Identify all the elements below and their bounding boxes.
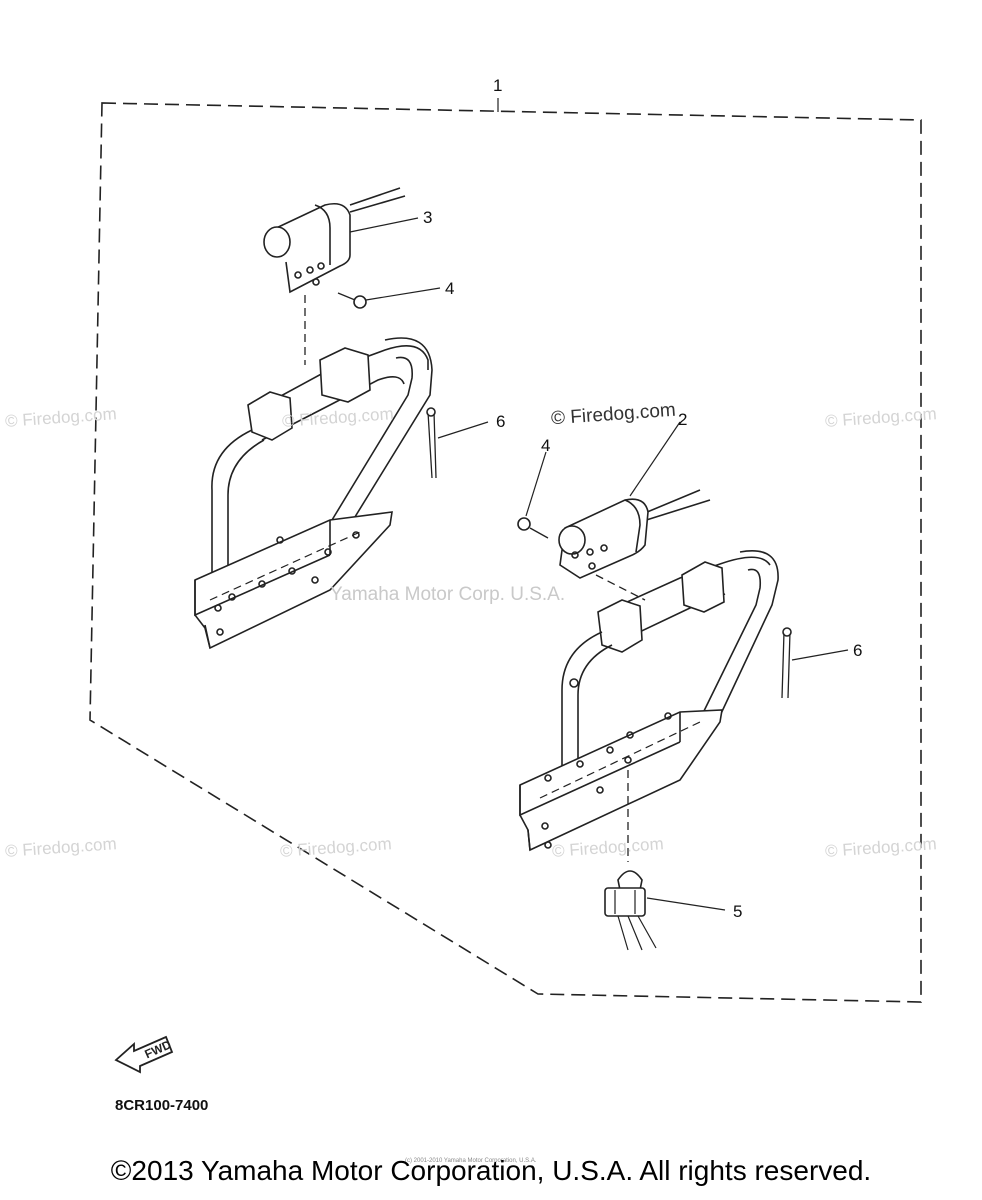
callout-2: 2 <box>678 410 688 429</box>
fwd-arrow-icon: FWD <box>114 1032 176 1074</box>
callout-6-left: 6 <box>496 412 506 431</box>
callout-4-right: 4 <box>541 436 551 455</box>
yamaha-watermark: Yamaha Motor Corp. U.S.A. <box>330 584 566 605</box>
callout-1: 1 <box>493 76 503 95</box>
callout-6-right: 6 <box>853 641 863 660</box>
callout-4-left: 4 <box>445 279 455 298</box>
right-light-assembly <box>517 489 792 951</box>
left-light-assembly <box>194 187 437 650</box>
callout-3: 3 <box>423 208 433 227</box>
copyright-text: ©2013 Yamaha Motor Corporation, U.S.A. A… <box>110 1155 872 1186</box>
tiny-notice: (c) 2001-2010 Yamaha Motor Corporation, … <box>405 1158 537 1164</box>
part-code: 8CR100-7400 <box>115 1097 209 1114</box>
callout-5: 5 <box>733 902 743 921</box>
leader-lines <box>349 217 849 911</box>
assembly-boundary <box>89 102 922 1003</box>
